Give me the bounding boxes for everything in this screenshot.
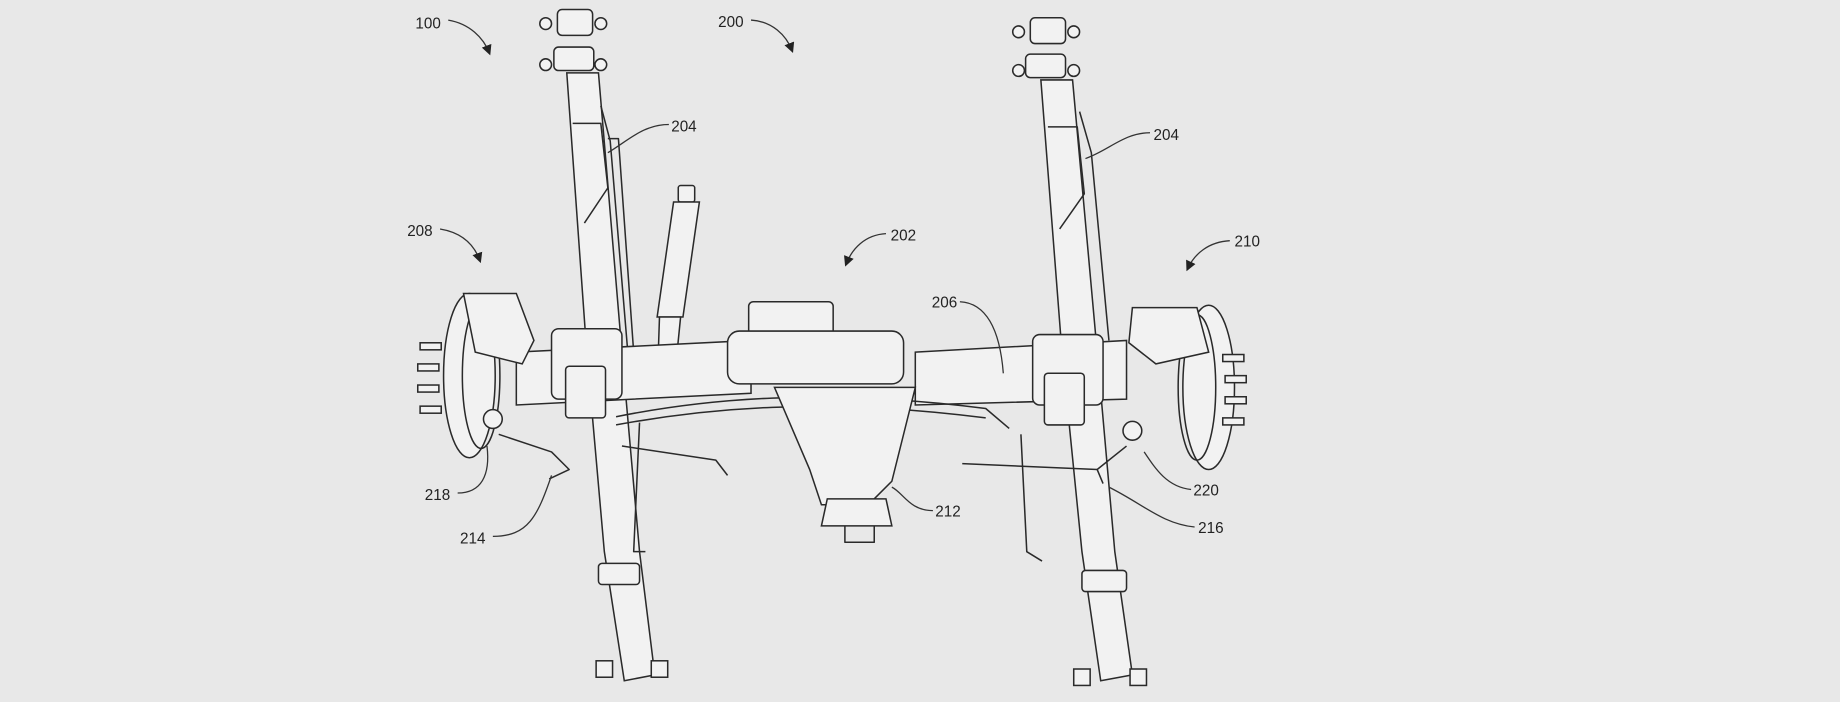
label-220: 220	[1193, 482, 1218, 499]
left-wheel-hub	[416, 292, 570, 480]
label-212: 212	[935, 503, 960, 520]
differential	[726, 300, 917, 544]
label-216: 216	[1198, 520, 1223, 537]
label-218: 218	[425, 487, 450, 504]
reference-numerals: 100 200 204 204 208 202 210 206 218 214 …	[407, 14, 1260, 547]
label-204-left: 204	[671, 119, 697, 136]
label-210: 210	[1234, 234, 1259, 251]
label-206: 206	[932, 295, 957, 312]
label-100: 100	[415, 15, 440, 32]
right-wheel-hub	[1096, 304, 1247, 484]
label-204-right: 204	[1154, 127, 1180, 144]
leader-lines	[439, 19, 1230, 538]
stabilizer-bar	[621, 422, 1098, 562]
label-208: 208	[407, 223, 432, 240]
axle-housing	[515, 327, 1128, 430]
label-200: 200	[718, 14, 743, 31]
label-214: 214	[460, 530, 486, 547]
label-202: 202	[891, 228, 916, 245]
